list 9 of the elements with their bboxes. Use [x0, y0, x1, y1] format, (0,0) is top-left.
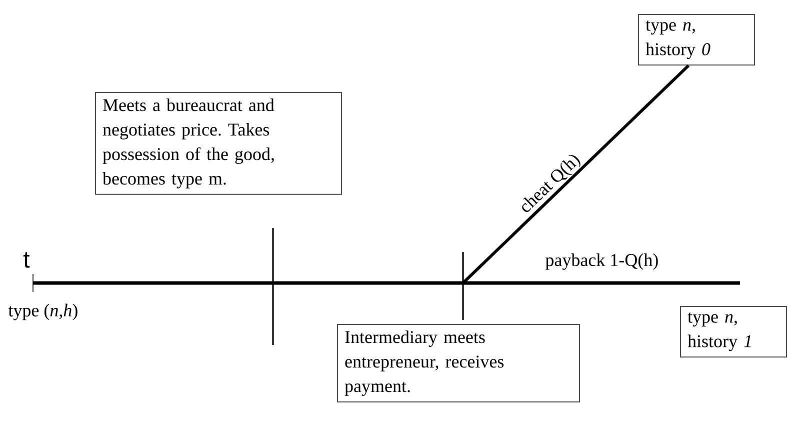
- text-box: type n, history 1: [680, 306, 787, 358]
- axis-label: type (n,h): [8, 304, 78, 320]
- axis-label: payback 1-Q(h): [546, 253, 658, 270]
- axis-label: t: [24, 252, 30, 268]
- edge-label: cheat Q(h): [522, 155, 580, 212]
- line: [462, 64, 690, 284]
- text-box: Meets a bureaucrat and negotiates price. Takes possession of the good, becomes type m.: [95, 92, 342, 195]
- text-box: type n, history 0: [638, 14, 755, 66]
- text-box: Intermediary meets entrepreneur, receives payment.: [337, 324, 580, 402]
